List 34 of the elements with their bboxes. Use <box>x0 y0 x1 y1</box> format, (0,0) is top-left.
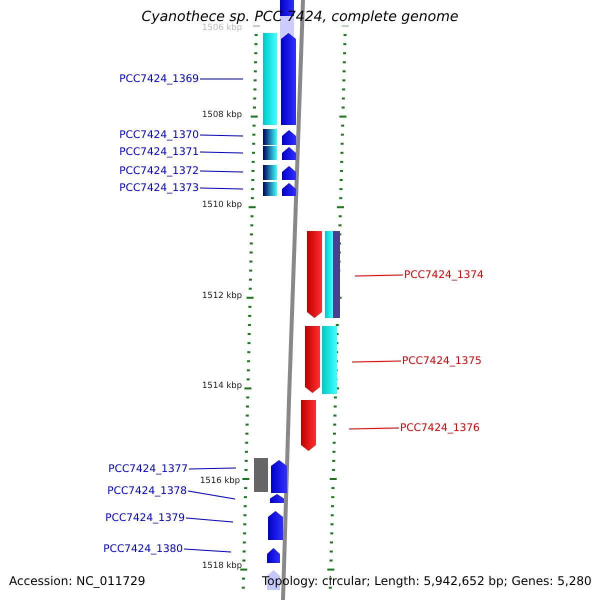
gene-label: PCC7424_1375 <box>402 354 482 368</box>
gene-label: PCC7424_1373 <box>119 182 199 194</box>
leader-line <box>188 490 236 500</box>
gene-label: PCC7424_1374 <box>404 268 484 282</box>
leader-line <box>354 274 404 277</box>
scale-label: 1508 kbp <box>202 111 242 121</box>
leader-line <box>200 151 244 154</box>
leader-line <box>200 78 243 80</box>
gene-label: PCC7424_1372 <box>119 164 199 178</box>
gene-label: PCC7424_1380 <box>103 542 183 556</box>
gene-label: PCC7424_1376 <box>400 422 480 434</box>
gene-label: PCC7424_1371 <box>119 146 199 158</box>
leader-line <box>200 134 244 137</box>
scale-label: 1514 kbp <box>202 382 242 392</box>
scale-label: 1510 kbp <box>202 201 242 211</box>
leader-line <box>352 360 402 363</box>
scale-label: 1506 kbp <box>202 24 242 34</box>
gene-label: PCC7424_1378 <box>107 484 187 498</box>
scale-label: 1516 kbp <box>200 477 240 487</box>
scale-label: 1512 kbp <box>202 292 242 302</box>
scale-label: 1518 kbp <box>202 562 242 572</box>
leader-line <box>186 517 234 523</box>
gene-label: PCC7424_1377 <box>108 462 188 476</box>
title: Cyanothece sp. PCC 7424, complete genome <box>140 9 460 25</box>
gene-label: PCC7424_1379 <box>105 512 185 524</box>
leader-line <box>188 467 236 470</box>
footer-text: Topology: circular; Length: 5,942,652 bp; Genes: 5,280 <box>262 575 592 589</box>
gene-label: PCC7424_1369 <box>119 72 199 86</box>
leader-line <box>200 170 244 173</box>
leader-line <box>348 427 400 430</box>
leader-line <box>200 187 244 190</box>
leader-line <box>184 548 232 553</box>
gene-label: PCC7424_1370 <box>119 128 199 142</box>
footer-text: Accession: NC_011729 <box>9 575 146 589</box>
